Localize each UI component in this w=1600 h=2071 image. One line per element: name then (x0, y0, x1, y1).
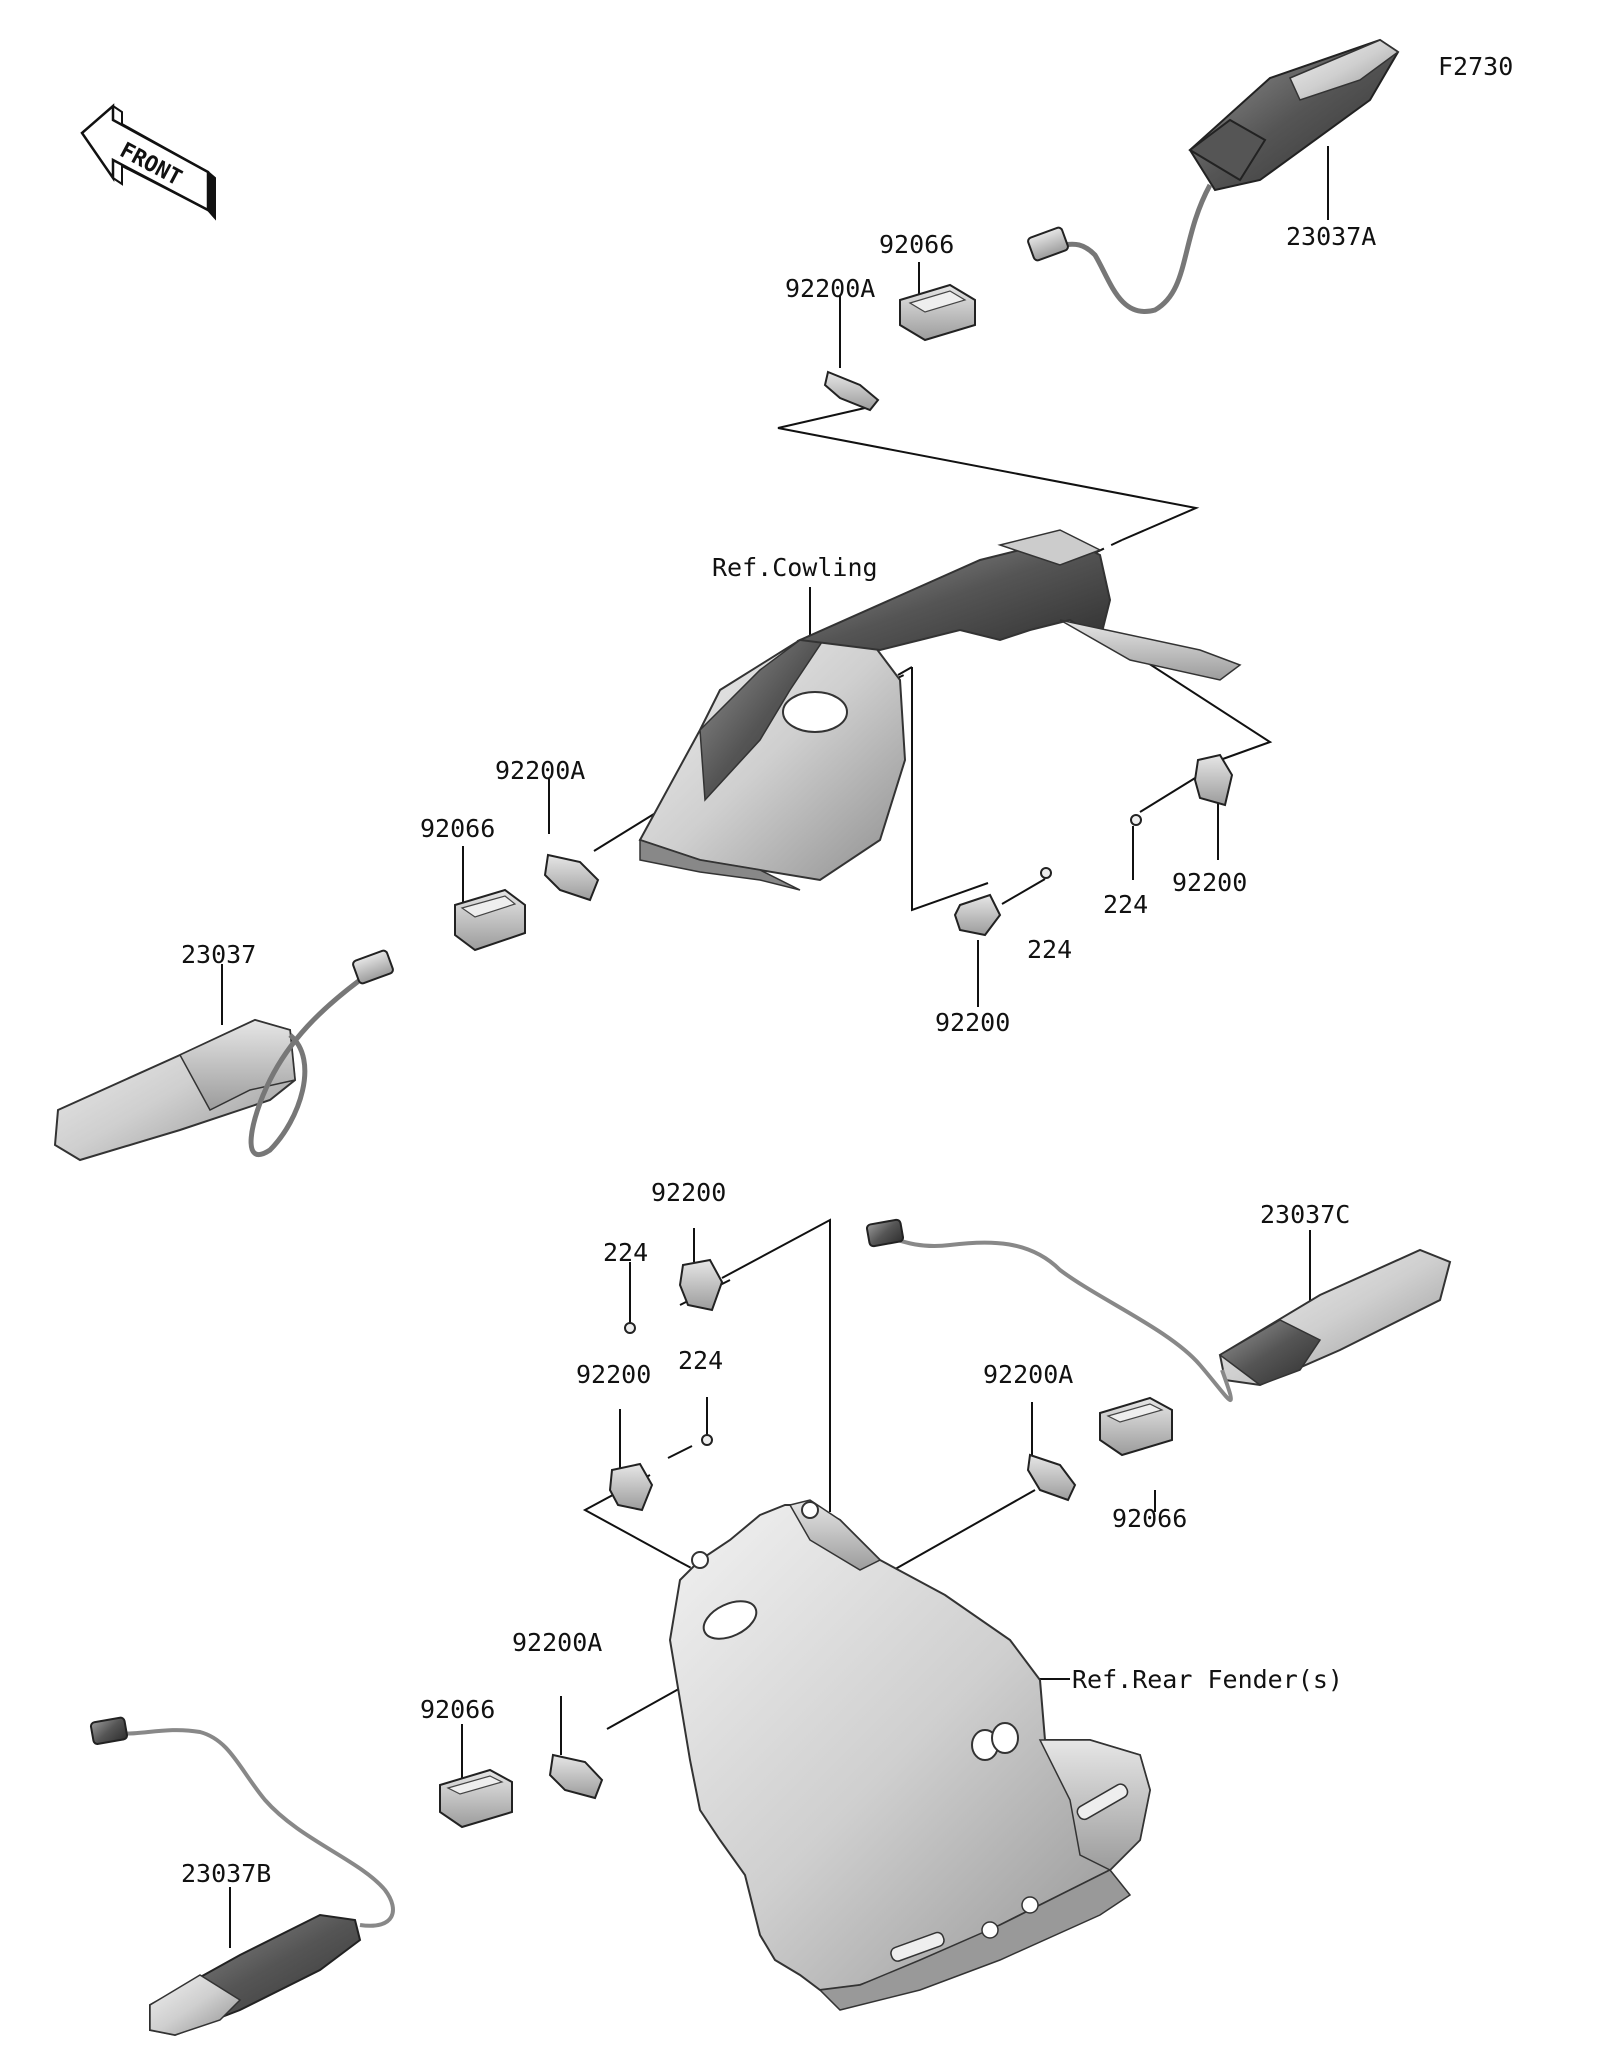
cowling-part (638, 529, 1242, 891)
grommet-92066-bottom-right (1099, 1396, 1173, 1457)
bracket-92200-center (953, 893, 1002, 937)
label-92200-bottom-2: 92200 (576, 1360, 652, 1389)
label-23037: 23037 (181, 940, 257, 969)
screw-224-bottom-2 (701, 1434, 713, 1446)
ref-rear-fender-label: Ref.Rear Fender(s) (1072, 1665, 1343, 1694)
plate-92200A-bottom-right (1026, 1453, 1077, 1502)
label-23037A: 23037A (1286, 222, 1377, 251)
grommet-92066-top (899, 283, 976, 342)
label-23037C: 23037C (1260, 1200, 1351, 1229)
turn-signal-23037B (89, 1716, 395, 2037)
bracket-92200-right (1193, 753, 1234, 807)
grommet-92066-mid (454, 888, 526, 952)
plate-92200A-bottom-left (548, 1753, 604, 1800)
bracket-92200-bottom-1 (678, 1258, 724, 1312)
front-arrow-icon: FRONT (80, 103, 216, 221)
label-92066-mid: 92066 (420, 814, 496, 843)
turn-signal-23037C (865, 1218, 1452, 1403)
label-92066-bottom-left: 92066 (420, 1695, 496, 1724)
label-92200-bottom-1: 92200 (651, 1178, 727, 1207)
label-224-right: 224 (1103, 890, 1149, 919)
label-92200-center: 92200 (935, 1008, 1011, 1037)
turn-signal-23037 (53, 949, 394, 1162)
label-92066-top: 92066 (879, 230, 955, 259)
label-92066-bottom-right: 92066 (1112, 1504, 1188, 1533)
screw-224-center (1040, 867, 1052, 879)
label-224-bottom-1: 224 (603, 1238, 649, 1267)
plate-92200A-mid (543, 853, 600, 902)
label-224-center: 224 (1027, 935, 1073, 964)
label-92200A-bottom-left: 92200A (512, 1628, 603, 1657)
label-224-bottom-2: 224 (678, 1346, 724, 1375)
screw-224-right (1130, 814, 1142, 826)
label-23037B: 23037B (181, 1859, 272, 1888)
bracket-92200-bottom-2 (608, 1462, 654, 1512)
turn-signal-23037A (1027, 38, 1400, 315)
plate-92200A-top (823, 370, 880, 412)
screw-224-bottom-1 (624, 1322, 636, 1334)
label-92200A-mid: 92200A (495, 756, 586, 785)
label-92200A-bottom-right: 92200A (983, 1360, 1074, 1389)
label-92200-right: 92200 (1172, 868, 1248, 897)
diagram-code: F2730 (1438, 52, 1514, 81)
ref-cowling-label: Ref.Cowling (712, 553, 878, 582)
label-92200A-top: 92200A (785, 274, 876, 303)
rear-fender-part (668, 1499, 1152, 2011)
grommet-92066-bottom-left (439, 1768, 513, 1829)
